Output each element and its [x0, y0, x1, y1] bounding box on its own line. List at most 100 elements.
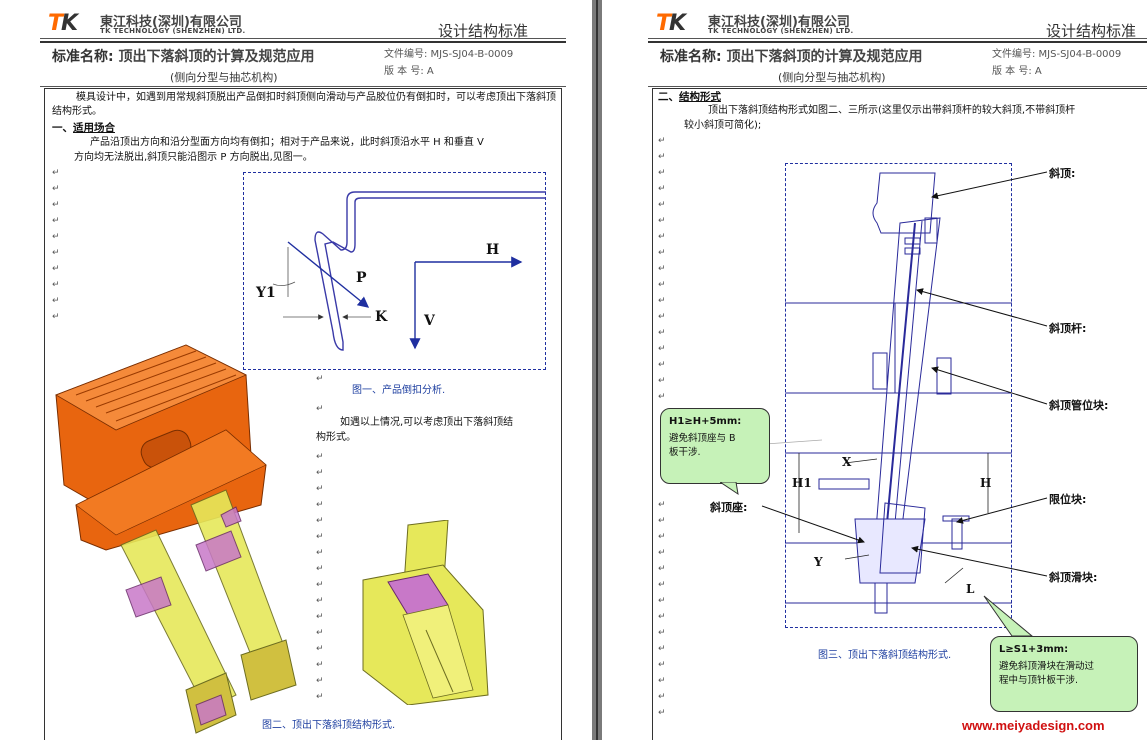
- paragraph-mark: ↵: [658, 532, 666, 542]
- figure3-caption: 图三、顶出下落斜顶结构形式.: [818, 650, 952, 661]
- paragraph-mark: ↵: [658, 360, 666, 370]
- paragraph-mark: ↵: [658, 312, 666, 322]
- paragraph-mark: ↵: [658, 392, 666, 402]
- paragraph-mark: ↵: [658, 628, 666, 638]
- standard-name-line: 标准名称: 顶出下落斜顶的计算及规范应用: [52, 46, 314, 66]
- name-rule: [40, 86, 566, 87]
- paragraph-mark: ↵: [52, 312, 60, 322]
- header-rule-thick: [40, 41, 566, 43]
- callout-h1-title: H1≥H+5mm:: [669, 416, 742, 427]
- paragraph-mark: ↵: [316, 660, 324, 670]
- paragraph-mark: ↵: [52, 280, 60, 290]
- company-logo-icon: TK: [48, 11, 78, 36]
- section2-title: 结构形式: [679, 91, 721, 103]
- site-watermark: www.meiyadesign.com: [962, 718, 1105, 733]
- company-name-cn: 東江科技(深圳)有限公司: [100, 15, 242, 30]
- paragraph-mark: ↵: [52, 168, 60, 178]
- paragraph-mark: ↵: [316, 644, 324, 654]
- paragraph-mark: ↵: [658, 708, 666, 718]
- paragraph-mark: ↵: [316, 532, 324, 542]
- paragraph-mark: ↵: [52, 264, 60, 274]
- standard-title: 设计结构标准: [438, 22, 529, 40]
- callout-h1-text2: 板干涉.: [669, 447, 701, 458]
- paragraph-mark: ↵: [658, 136, 666, 146]
- callout-l-text2: 程中与顶针板干涉.: [999, 675, 1079, 686]
- page-divider: [592, 0, 602, 740]
- standard-title: 设计结构标准: [1046, 22, 1137, 40]
- doc-number: 文件编号: MJS-SJ04-B-0009: [384, 49, 514, 60]
- section1-text-line2: 方向均无法脱出,斜顶只能沿图示 P 方向脱出,见图一。: [74, 152, 313, 163]
- callout-l-rule: L≥S1+3mm: 避免斜顶滑块在滑动过 程中与顶针板干涉.: [990, 636, 1138, 712]
- standard-subtitle: (侧向分型与抽芯机构): [778, 71, 886, 84]
- paragraph-mark: ↵: [658, 692, 666, 702]
- standard-name-label: 标准名称:: [52, 49, 114, 65]
- figure1-label-p: P: [356, 270, 367, 286]
- section2-text-line2: 较小斜顶可简化);: [684, 120, 762, 131]
- figure1-frame: [243, 172, 546, 370]
- paragraph-mark: ↵: [52, 232, 60, 242]
- paragraph-mark: ↵: [316, 676, 324, 686]
- standard-name-label: 标准名称:: [660, 49, 722, 65]
- label-lifter: 斜顶:: [1049, 167, 1076, 180]
- paragraph-mark: ↵: [316, 564, 324, 574]
- paragraph-mark: ↵: [658, 328, 666, 338]
- section1-title: 适用场合: [73, 122, 115, 134]
- dim-label-h1: H1: [792, 476, 812, 490]
- paragraph-mark: ↵: [52, 200, 60, 210]
- section2-heading: 二、结构形式: [658, 90, 721, 104]
- paragraph-mark: ↵: [658, 200, 666, 210]
- paragraph-mark: ↵: [316, 612, 324, 622]
- paragraph-mark: ↵: [658, 548, 666, 558]
- standard-subtitle: (侧向分型与抽芯机构): [170, 71, 278, 84]
- figure1-drawing: [272, 191, 546, 351]
- paragraph-mark: ↵: [658, 168, 666, 178]
- callout-h1-rule: H1≥H+5mm: 避免斜顶座与 B 板干涉.: [660, 408, 770, 484]
- paragraph-mark: ↵: [658, 232, 666, 242]
- mid-text-line2: 构形式。: [316, 432, 356, 443]
- document-page-right: TK 東江科技(深圳)有限公司 TK TECHNOLOGY (SHENZHEN)…: [602, 0, 1147, 740]
- label-lifter-rod: 斜顶杆:: [1049, 322, 1087, 335]
- paragraph-mark: ↵: [658, 612, 666, 622]
- paragraph-mark: ↵: [316, 452, 324, 462]
- callout-l-title: L≥S1+3mm:: [999, 644, 1069, 655]
- section2-text-line1: 顶出下落斜顶结构形式如图二、三所示(这里仅示出带斜顶杆的较大斜顶,不带斜顶杆: [708, 105, 1076, 116]
- paragraph-mark: ↵: [316, 468, 324, 478]
- dim-label-h: H: [980, 476, 992, 490]
- standard-name-value: 顶出下落斜顶的计算及规范应用: [118, 49, 315, 65]
- paragraph-mark: ↵: [316, 374, 324, 384]
- paragraph-mark: ↵: [658, 264, 666, 274]
- company-logo-icon: TK: [656, 11, 686, 36]
- paragraph-mark: ↵: [316, 580, 324, 590]
- callout-h1-tail: [720, 482, 739, 496]
- paragraph-mark: ↵: [316, 484, 324, 494]
- paragraph-mark: ↵: [316, 692, 324, 702]
- doc-number: 文件编号: MJS-SJ04-B-0009: [992, 49, 1122, 60]
- paragraph-mark: ↵: [658, 596, 666, 606]
- version-number: 版 本 号: A: [992, 66, 1042, 77]
- dim-label-l: L: [966, 582, 975, 596]
- intro-paragraph: 模具设计中，如遇到用常规斜顶脱出产品倒扣时斜顶侧向滑动与产品胶位仍有倒扣时，可以…: [52, 92, 556, 117]
- paragraph-mark: ↵: [658, 676, 666, 686]
- company-name-cn: 東江科技(深圳)有限公司: [708, 15, 850, 30]
- paragraph-mark: ↵: [52, 296, 60, 306]
- paragraph-mark: ↵: [658, 660, 666, 670]
- dim-label-x: X: [842, 455, 852, 469]
- callout-l-tail: [983, 595, 1034, 637]
- standard-name-value: 顶出下落斜顶的计算及规范应用: [726, 49, 923, 65]
- header-rule: [648, 38, 1147, 39]
- paragraph-mark: ↵: [316, 596, 324, 606]
- paragraph-mark: ↵: [658, 580, 666, 590]
- paragraph-mark: ↵: [658, 344, 666, 354]
- figure2-caption: 图二、顶出下落斜顶结构形式.: [262, 720, 396, 731]
- paragraph-mark: ↵: [658, 644, 666, 654]
- paragraph-mark: ↵: [658, 296, 666, 306]
- version-number: 版 本 号: A: [384, 66, 434, 77]
- paragraph-mark: ↵: [658, 280, 666, 290]
- paragraph-mark: ↵: [658, 516, 666, 526]
- standard-name-line: 标准名称: 顶出下落斜顶的计算及规范应用: [660, 46, 922, 66]
- section2-number: 二、: [658, 91, 679, 103]
- paragraph-mark: ↵: [316, 404, 324, 414]
- label-stop-block: 限位块:: [1049, 493, 1087, 506]
- paragraph-mark: ↵: [658, 184, 666, 194]
- company-name-en: TK TECHNOLOGY (SHENZHEN) LTD.: [100, 27, 246, 35]
